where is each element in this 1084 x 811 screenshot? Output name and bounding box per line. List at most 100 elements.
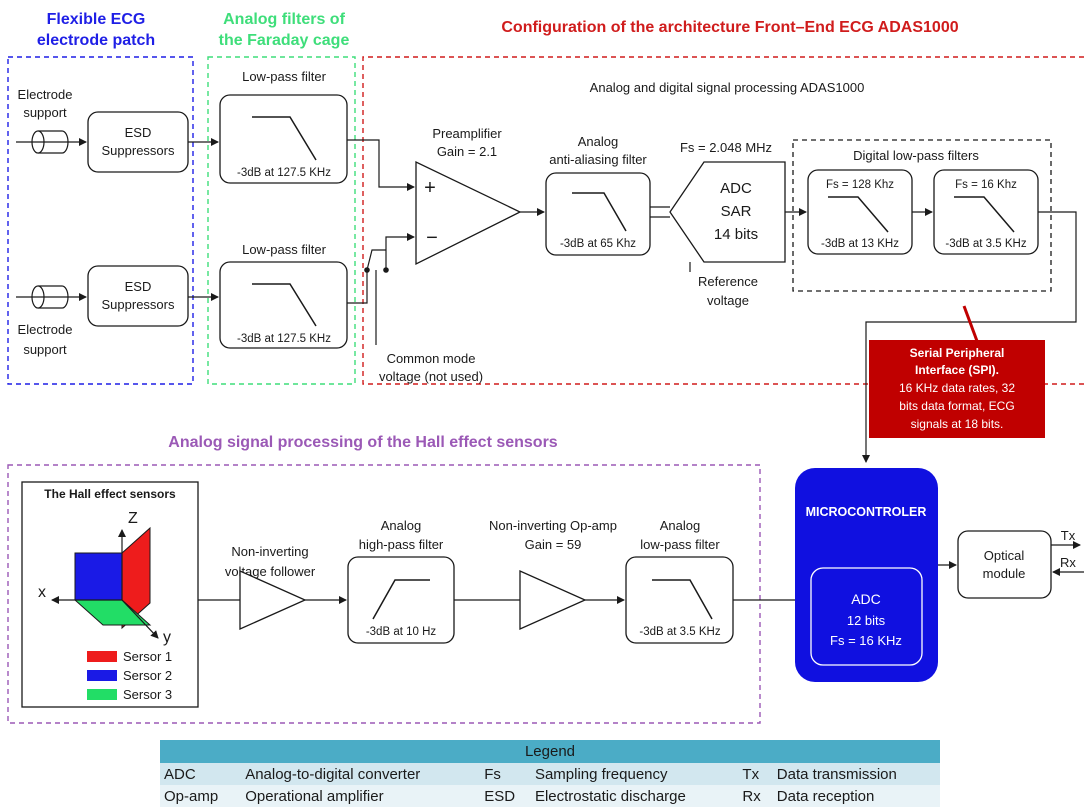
aa-filter-label: Analog — [578, 134, 618, 149]
svg-text:ESD: ESD — [125, 125, 152, 140]
ecg-group-boundary — [7, 56, 194, 385]
optical-module: Optical module — [957, 530, 1052, 599]
common-mode-label-2: voltage (not used) — [379, 369, 483, 384]
svg-text:ADC: ADC — [851, 591, 881, 607]
faraday-lpf-bottom-label: Low-pass filter — [242, 242, 326, 257]
legend-title: Legend — [160, 740, 940, 763]
svg-text:bits data format, ECG: bits data format, ECG — [899, 399, 1014, 413]
preamp-label-2: Gain = 2.1 — [437, 144, 497, 159]
adc-fs-label: Fs = 2.048 MHz — [680, 140, 772, 155]
hall-group-title: Analog signal processing of the Hall eff… — [168, 434, 558, 451]
follower-label-2: voltage follower — [225, 564, 316, 579]
legend-table: Legend ADC Analog-to-digital converter F… — [160, 740, 940, 807]
legend-abbr: Fs — [480, 763, 531, 785]
electrode-bottom-icon — [16, 285, 87, 309]
legend-abbr: Op-amp — [160, 785, 242, 807]
legend-abbr: ADC — [160, 763, 242, 785]
hpf-label: Analog — [381, 518, 421, 533]
svg-text:-3dB at 3.5 KHz: -3dB at 3.5 KHz — [639, 626, 720, 638]
svg-text:MICROCONTROLER: MICROCONTROLER — [806, 505, 927, 519]
legend-desc: Data transmission — [772, 763, 940, 785]
faraday-group-title: Analog filters of — [223, 11, 345, 28]
svg-text:signals at 18 bits.: signals at 18 bits. — [911, 417, 1004, 431]
adc-sar: ADC SAR 14 bits — [669, 161, 786, 263]
legend-desc: Sampling frequency — [530, 763, 739, 785]
electrode-top-icon — [16, 130, 87, 154]
hall-lpf-label-2: low-pass filter — [640, 537, 720, 552]
hall-group-boundary — [7, 464, 761, 724]
rx-label: Rx — [1060, 555, 1076, 570]
opamp-label: Non-inverting Op-amp — [489, 518, 617, 533]
electrode-bottom-label-2: support — [23, 342, 67, 357]
svg-text:14 bits: 14 bits — [714, 226, 758, 243]
hall-sensor-cube — [51, 526, 159, 639]
adas-group-title: Configuration of the architecture Front–… — [501, 19, 958, 36]
svg-text:16 KHz data rates, 32: 16 KHz data rates, 32 — [899, 381, 1015, 395]
non-inverting-op-amp — [519, 569, 587, 631]
preamplifier: + − — [415, 160, 522, 266]
svg-text:Interface (SPI).: Interface (SPI). — [915, 363, 999, 377]
svg-text:Optical: Optical — [984, 548, 1025, 563]
ecg-group-title: Flexible ECG — [47, 11, 146, 28]
svg-text:Sersor 3: Sersor 3 — [123, 687, 172, 702]
svg-text:-3dB at 10 Hz: -3dB at 10 Hz — [366, 626, 437, 638]
analog-low-pass-filter: -3dB at 3.5 KHz — [625, 556, 734, 644]
svg-text:12 bits: 12 bits — [847, 613, 886, 628]
legend-abbr: Rx — [738, 785, 773, 807]
aa-filter-label-2: anti-aliasing filter — [549, 152, 647, 167]
legend-row: ADC Analog-to-digital converter Fs Sampl… — [160, 763, 940, 785]
svg-text:-3dB at 13 KHz: -3dB at 13 KHz — [821, 238, 899, 250]
microcontroller: MICROCONTROLER ADC 12 bits Fs = 16 KHz — [795, 468, 938, 682]
svg-text:Sersor 2: Sersor 2 — [123, 668, 172, 683]
electrode-bottom-label: Electrode — [18, 322, 73, 337]
electrode-top-label: Electrode — [18, 87, 73, 102]
svg-text:-3dB at 127.5 KHz: -3dB at 127.5 KHz — [237, 333, 331, 345]
svg-text:Suppressors: Suppressors — [102, 143, 175, 158]
svg-text:Fs = 128 Khz: Fs = 128 Khz — [826, 179, 894, 191]
axis-x-label: x — [38, 584, 46, 601]
esd-suppressor-top: ESD Suppressors — [87, 111, 189, 173]
analog-high-pass-filter: -3dB at 10 Hz — [347, 556, 455, 644]
svg-text:SAR: SAR — [721, 203, 752, 220]
svg-text:Serial Peripheral: Serial Peripheral — [910, 346, 1005, 360]
common-mode-label: Common mode — [387, 351, 476, 366]
tx-label: Tx — [1061, 528, 1076, 543]
digital-lpf-group — [792, 139, 1052, 292]
svg-text:-3dB at 3.5 KHz: -3dB at 3.5 KHz — [945, 238, 1026, 250]
axis-z-label: Z — [128, 510, 138, 527]
svg-text:Sersor 1: Sersor 1 — [123, 649, 172, 664]
digital-lpf-label: Digital low-pass filters — [853, 148, 979, 163]
sensor-legend: Sersor 1 Sersor 2 Sersor 3 — [87, 649, 172, 702]
legend-abbr: ESD — [480, 785, 531, 807]
legend-desc: Electrostatic discharge — [530, 785, 739, 807]
reference-voltage-label-2: voltage — [707, 293, 749, 308]
spi-note: Serial Peripheral Interface (SPI). 16 KH… — [869, 340, 1045, 438]
svg-text:module: module — [983, 566, 1026, 581]
legend-desc: Analog-to-digital converter — [241, 763, 481, 785]
svg-text:Fs = 16 Khz: Fs = 16 Khz — [955, 179, 1017, 191]
opamp-label-2: Gain = 59 — [525, 537, 582, 552]
reference-voltage-label: Reference — [698, 274, 758, 289]
adas-section-label: Analog and digital signal processing ADA… — [590, 80, 865, 95]
voltage-follower — [239, 569, 307, 631]
legend-row: Op-amp Operational amplifier ESD Electro… — [160, 785, 940, 807]
axis-y-label: y — [163, 629, 171, 646]
svg-text:Suppressors: Suppressors — [102, 297, 175, 312]
electrode-top-label-2: support — [23, 105, 67, 120]
svg-text:+: + — [424, 177, 436, 199]
faraday-group-title-2: the Faraday cage — [219, 32, 350, 49]
hpf-label-2: high-pass filter — [359, 537, 444, 552]
legend-desc: Data reception — [772, 785, 940, 807]
faraday-group-boundary — [207, 56, 356, 385]
svg-text:-3dB at 65 Khz: -3dB at 65 Khz — [560, 238, 636, 250]
faraday-lpf-top-label: Low-pass filter — [242, 69, 326, 84]
legend-desc: Operational amplifier — [241, 785, 481, 807]
follower-label: Non-inverting — [231, 544, 308, 559]
adas-group-boundary — [362, 56, 1084, 385]
faraday-lpf-top: -3dB at 127.5 KHz — [219, 94, 348, 184]
hall-sensors-title: The Hall effect sensors — [44, 487, 176, 501]
svg-text:ESD: ESD — [125, 279, 152, 294]
preamp-label: Preamplifier — [432, 126, 502, 141]
faraday-lpf-bottom: -3dB at 127.5 KHz — [219, 261, 348, 349]
